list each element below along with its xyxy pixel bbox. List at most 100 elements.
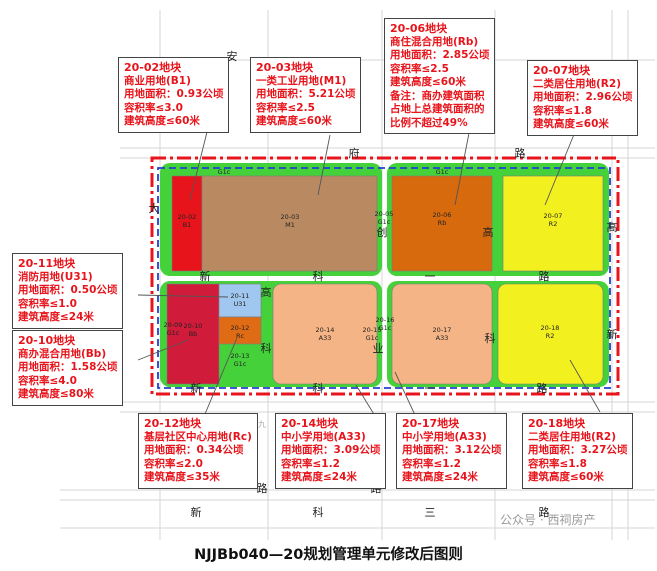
plot-code-label: G1c [167, 329, 180, 337]
callout-line: 容积率≤1.8 [528, 457, 587, 470]
road-name-char: 路 [539, 270, 550, 283]
road-name-char: 业 [373, 342, 384, 355]
callout-title: 20-12地块 [144, 417, 202, 430]
callout-line: 容积率≤2.5 [256, 101, 315, 114]
callout-line: 基层社区中心用地(Rc) [144, 430, 252, 443]
plot-id-label: 20-03 [281, 213, 300, 221]
road-name-char: 科 [313, 505, 324, 519]
parcel-20-18 [497, 283, 604, 385]
plot-code-label: Rc [236, 332, 245, 340]
unit-boundary-outer [150, 156, 620, 396]
callout-line: 建筑高度≤80米 [18, 388, 94, 400]
watermark: 公众号 · 西祠房产 [500, 513, 596, 527]
plot-id-label: 20-18 [541, 324, 560, 332]
callout-line: 用地面积：2.96公顷 [533, 91, 633, 103]
road-name-char: 一 [425, 382, 436, 395]
plot-code-label: R2 [549, 220, 558, 228]
callout-line: 比例不超过49% [390, 116, 468, 129]
parcel-20-02 [171, 175, 203, 272]
parcel-20-11 [218, 283, 262, 318]
plot-id-label: 20-02 [178, 213, 197, 221]
callout-line: 消防用地(U31) [18, 270, 93, 283]
plot-code-label: U31 [233, 300, 246, 308]
callout-line: 建筑高度≤24米 [18, 311, 94, 323]
callout-title: 20-17地块 [402, 417, 460, 430]
road-labels: 府路安创高新科一路高科业科高新大新科一路路路新科三路永浦九北万北 [149, 49, 618, 519]
green-strip-code: G1c [218, 168, 231, 176]
callout-title: 20-14地块 [281, 417, 339, 430]
road-name-char: 高 [483, 225, 494, 239]
road-name-char: 一 [425, 270, 436, 283]
callout-line: 容积率≤2.0 [144, 457, 203, 470]
road-name-char: 大 [149, 201, 160, 215]
parcel-20-06 [391, 175, 493, 272]
plot-id-label: 20-05 [375, 210, 394, 218]
road-name-char: 科 [485, 331, 496, 345]
callout-line: 用地面积：2.85公顷 [390, 49, 490, 61]
callout-title: 20-02地块 [124, 61, 182, 74]
callout-line: 建筑高度≤60米 [528, 471, 604, 483]
callout-line: 用地面积：1.58公顷 [18, 361, 118, 373]
callout-line: 商办混合用地(Bb) [18, 347, 107, 360]
road-name-char: 新 [191, 381, 202, 395]
road-name-char: 府 [349, 146, 360, 160]
plot-id-label: 20-15 [363, 326, 382, 334]
callout-line: 一类工业用地(M1) [256, 74, 347, 87]
callout-line: 建筑高度≤24米 [281, 471, 357, 483]
callout-line: 容积率≤1.2 [402, 457, 461, 470]
callout-line: 用地面积：3.12公顷 [402, 444, 502, 456]
road-name-char: 路 [537, 382, 548, 395]
road-name-char: 安 [227, 49, 238, 63]
parcel-20-03 [201, 175, 378, 272]
plot-id-label: 20-10 [184, 322, 203, 330]
plot-id-label: 20-06 [433, 211, 452, 219]
callout-line: 用地面积：0.50公顷 [18, 284, 118, 296]
callout-line: 商业用地(B1) [124, 74, 191, 87]
plot-code-label: R2 [546, 332, 555, 340]
parcel-20-10 [166, 283, 220, 385]
callout-title: 20-07地块 [533, 64, 591, 77]
plot-code-label: A33 [436, 334, 449, 342]
callout-line: 建筑高度≤60米 [124, 115, 200, 127]
parcel-20-14 [272, 283, 378, 385]
green-strip-code: G1c [436, 168, 449, 176]
plot-id-label: 20-09 [164, 321, 183, 329]
plot-id-label: 20-13 [231, 352, 250, 360]
unit-boundary-inner [157, 167, 611, 389]
callout-title: 20-03地块 [256, 61, 314, 74]
plot-id-label: 20-16 [376, 316, 395, 324]
callout-line: 用地面积：0.93公顷 [124, 88, 224, 100]
road-name-char: 创 [377, 226, 388, 239]
callout-title: 20-10地块 [18, 334, 76, 347]
road-name-char: 路 [515, 147, 526, 160]
land-parcels [166, 175, 604, 385]
callout-line: 备注：商办建筑面积 [390, 89, 485, 102]
callout-line: 用地面积：3.27公顷 [528, 444, 628, 456]
callout-line: 中小学用地(A33) [281, 430, 366, 443]
plot-id-label: 20-11 [231, 292, 250, 300]
plot-code-label: A33 [319, 334, 332, 342]
callout-line: 容积率≤1.8 [533, 104, 592, 117]
callout-line: 容积率≤1.2 [281, 457, 340, 470]
plot-labels: 20-02B120-03M120-05G1c20-06Rb20-07R220-0… [164, 168, 563, 368]
callout-leaders [137, 119, 601, 425]
road-name-char: 路 [257, 482, 268, 495]
plot-code-label: Rb [438, 219, 447, 227]
callout-line: 建筑高度≤60米 [390, 76, 466, 88]
callout-line: 建筑高度≤35米 [144, 471, 220, 483]
callout-line: 容积率≤4.0 [18, 374, 77, 387]
callout-line: 二类居住用地(R2) [533, 77, 621, 90]
road-name-char: 高 [261, 285, 272, 299]
plot-id-label: 20-12 [231, 324, 250, 332]
callout-line: 建筑高度≤24米 [402, 471, 478, 483]
callout-title: 20-11地块 [18, 257, 76, 270]
plot-id-label: 20-07 [544, 212, 563, 220]
plot-id-label: 20-14 [316, 326, 335, 334]
road-name-char: 新 [191, 505, 202, 519]
